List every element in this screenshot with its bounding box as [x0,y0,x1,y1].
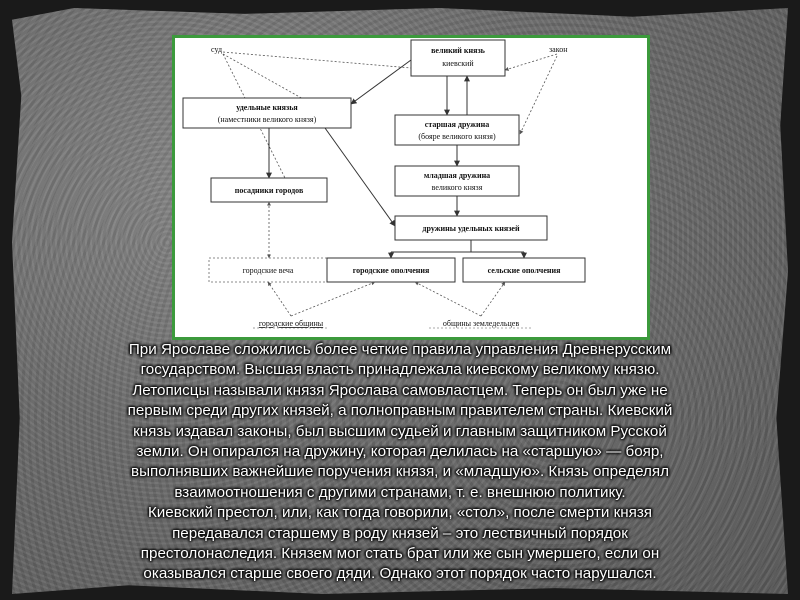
farmer-communities-to-rural-militia-link [480,281,506,317]
appanage-druzhinas-box [394,215,548,241]
law-label: закон [549,45,568,54]
senior-druzhina-title: старшая дружина [425,120,489,129]
city-communities-label: городские общины [259,319,324,328]
appanage-to-druzhinas-arrow [324,127,396,227]
text-line: престолонаследия. Князем мог стать брат … [140,545,660,563]
junior-druzhina-title: младшая дружина [424,171,490,180]
appanage-druzhinas-label: дружины удельных князей [422,224,520,233]
grand-prince-subtitle: киевский [442,59,474,68]
text-line: оказывался старше своего дяди. Однако эт… [143,565,657,583]
prince-to-appanage-arrow [350,59,412,105]
court-label: суд [211,45,222,54]
text-line: первым среди других князей, а полноправн… [127,402,673,420]
text-line: земли. Он опирался на дружину, которая д… [136,443,664,461]
appanage-princes-box [182,97,352,129]
text-line: При Ярославе сложились более четкие прав… [128,341,672,358]
grand-prince-title: великий князь [431,46,486,55]
posadniki-label: посадники городов [235,186,304,195]
city-militia-box [326,257,456,283]
court-to-prince-link [222,51,412,69]
text-line: государством. Высшая власть принадлежала… [140,361,660,379]
power-structure-diagram: великий князь киевский суд закон удельны… [182,39,586,329]
senior-druzhina-subtitle: (бояре великого князя) [418,132,496,141]
court-to-appanage-link [222,53,306,101]
farmer-communities-label: общины земледельцев [443,319,519,328]
city-militia-label: городские ополчения [353,266,430,275]
appanage-princes-title: удельные князья [236,103,298,112]
text-line: взаимоотношения с другими странами, т. е… [174,483,626,501]
posadniki-box [210,177,328,203]
senior-druzhina-box [394,114,520,146]
diagram-panel: великий князь киевский суд закон удельны… [172,35,650,340]
text-line: князь издавал законы, был высшим судьей … [133,422,667,440]
city-communities-to-veche-link [267,281,292,317]
rural-militia-label: сельские ополчения [488,266,562,275]
grand-prince-box [410,39,506,77]
text-line: передавался старшему в роду князей – это… [172,524,628,542]
city-communities-to-militia-link [290,281,376,317]
appanage-princes-subtitle: (наместники великого князя) [218,115,317,124]
slide-body-text: При Ярославе сложились более четкие прав… [30,340,770,585]
text-line: выполнявших важнейшие поручения князя, и… [131,463,669,481]
text-line: Киевский престол, или, как тогда говорил… [147,504,653,522]
junior-druzhina-box [394,165,520,197]
text-line: Летописцы называли князя Ярослава самовл… [132,381,668,399]
law-to-prince-link [504,53,558,71]
city-veche-label: городские веча [243,266,294,275]
city-veche-box [208,257,328,283]
farmer-communities-to-city-militia-link [414,281,482,317]
junior-druzhina-subtitle: великого князя [432,183,483,192]
law-to-senior-link [519,55,558,135]
